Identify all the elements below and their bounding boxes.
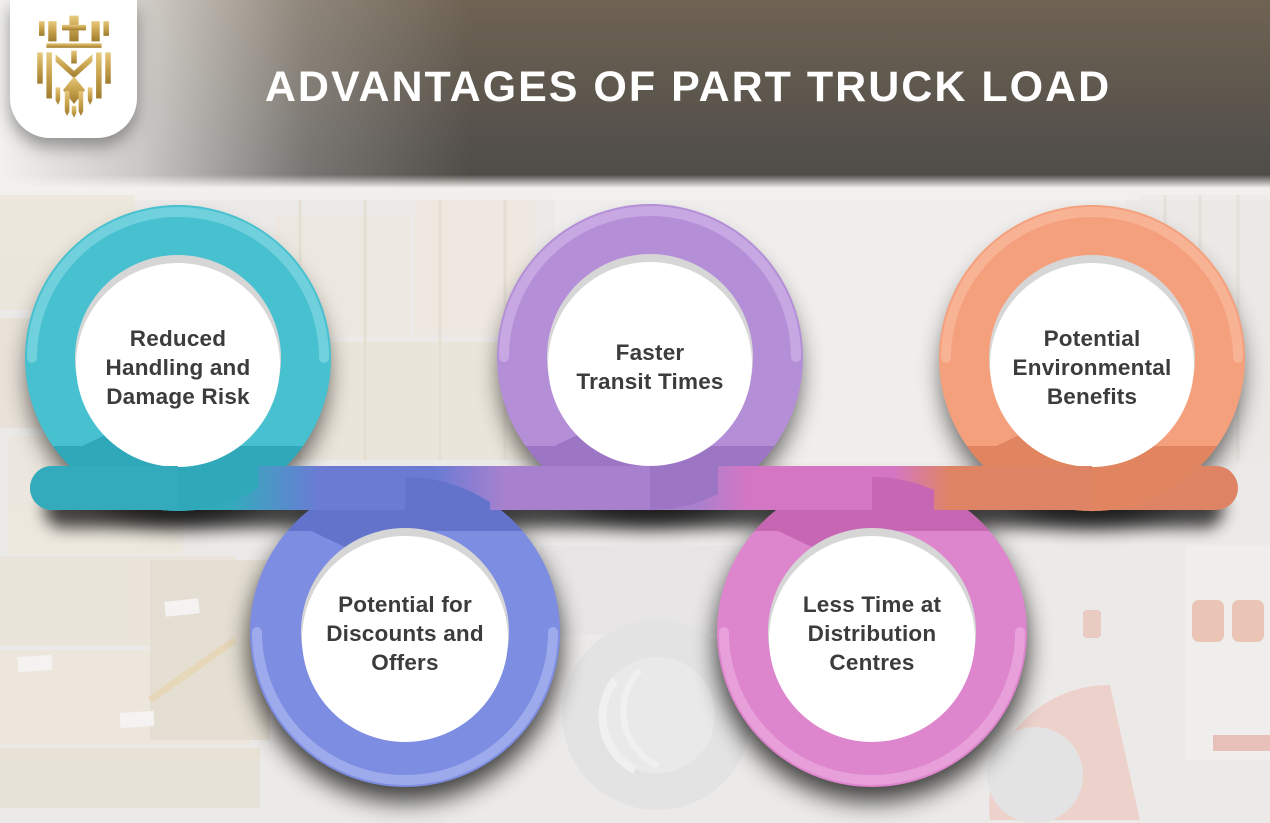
circle-label-3: Faster Transit Times <box>576 340 724 394</box>
advantage-ring-2 <box>249 476 560 787</box>
circle-label-2: Potential for Discounts and Offers <box>326 592 484 675</box>
circle-label-1: Reduced Handling and Damage Risk <box>105 326 251 409</box>
page-title: ADVANTAGES OF PART TRUCK LOAD <box>264 63 1112 111</box>
advantage-ring-5 <box>938 205 1245 512</box>
circle-label-4: Less Time at Distribution Centres <box>802 592 942 675</box>
header-band <box>0 0 1270 190</box>
circle-label-5: Potential Environmental Benefits <box>1012 326 1172 409</box>
logo-card <box>10 0 137 138</box>
logo-emblem-icon <box>36 15 111 118</box>
advantage-ring-4 <box>717 477 1027 787</box>
